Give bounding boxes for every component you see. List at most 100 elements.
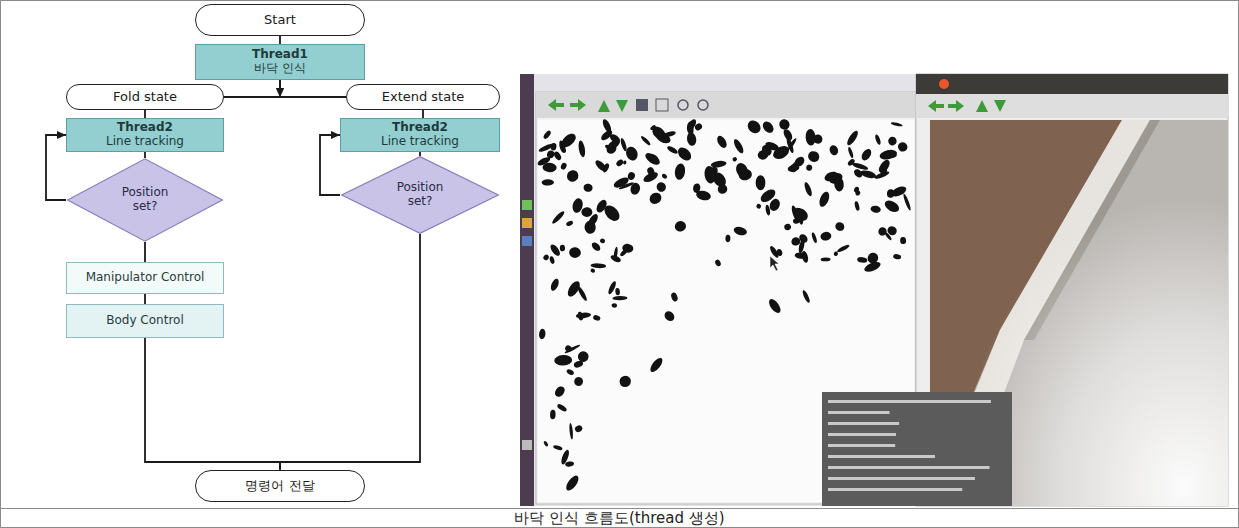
window-titlebar [916, 74, 1228, 94]
launcher-icon [522, 200, 532, 210]
binary-blob [610, 254, 622, 264]
binary-blob [767, 297, 783, 315]
state-oval: Extend state [346, 84, 500, 110]
launcher-bar [520, 74, 534, 506]
toolbar-icon [698, 100, 708, 110]
close-button [939, 79, 949, 89]
binary-blob [820, 231, 832, 242]
binary-blob [860, 169, 877, 180]
connector-line [224, 80, 280, 97]
binary-blob [655, 181, 667, 193]
terminal-line [828, 422, 899, 425]
photo-ground [520, 74, 1228, 506]
binary-blob [818, 190, 832, 208]
binary-blob [806, 164, 813, 171]
process-box: Manipulator Control [66, 262, 224, 294]
binary-blob [870, 205, 881, 213]
connector-line [280, 234, 420, 470]
launcher-icon [522, 440, 532, 450]
decision-diamond: Position set? [340, 156, 500, 234]
toolbar-icon [928, 100, 944, 112]
binary-blob [573, 375, 585, 387]
binary-blob [560, 162, 568, 171]
binary-blob [542, 254, 550, 262]
flow-connector [320, 131, 340, 195]
binary-blob [891, 121, 903, 127]
binary-blob [836, 243, 850, 253]
table-rule [0, 508, 1239, 509]
binary-blob [716, 182, 729, 195]
connector-line [280, 80, 346, 97]
binary-blob [590, 241, 602, 253]
binary-blob [576, 285, 588, 302]
binary-blob [592, 314, 601, 321]
terminal-oval: 명령어 전달 [195, 470, 365, 502]
binary-blob [604, 144, 615, 152]
binary-blob [542, 179, 554, 186]
binary-blob [834, 220, 846, 232]
binary-blob [794, 252, 806, 259]
flow-connector [420, 152, 421, 156]
binary-blob [662, 130, 676, 138]
diamond-shape [342, 157, 499, 233]
binary-blob [714, 259, 722, 268]
diamond-shape [68, 159, 223, 241]
binary-blob [611, 303, 617, 308]
terminal-line [828, 433, 896, 436]
flow-connector [280, 234, 420, 470]
binary-blob [703, 165, 716, 184]
binary-blob [755, 203, 761, 209]
binary-blob [828, 144, 839, 157]
binary-blob [623, 160, 627, 165]
binary-blob [542, 129, 552, 140]
binary-blob [675, 145, 693, 163]
binary-blob [854, 189, 861, 196]
binary-blob [732, 138, 745, 155]
connector-line [144, 152, 146, 158]
node-text: Position set? [113, 186, 177, 214]
binary-blob [787, 137, 798, 150]
binary-blob [874, 134, 882, 146]
binary-blob [543, 440, 549, 447]
node-text: Thread2 [117, 121, 173, 135]
thread-box: Thread2Line tracking [66, 118, 224, 152]
toolbar-icon [656, 99, 668, 111]
binary-blob [648, 356, 664, 374]
binary-blob [803, 181, 813, 197]
arrow-head [276, 88, 284, 97]
toolbar-icon [598, 100, 610, 112]
binary-blob [670, 292, 679, 302]
binary-blob [594, 158, 609, 173]
node-text: Start [264, 13, 296, 28]
decision-diamond: Position set? [66, 158, 224, 242]
node-text: Body Control [106, 314, 183, 328]
binary-blob [833, 251, 838, 256]
binary-blob [768, 197, 782, 212]
binary-blob [569, 423, 574, 440]
arrow-head [276, 88, 284, 97]
launcher-icon [522, 236, 532, 246]
node-text: Thread2 [392, 121, 448, 135]
binary-blob [559, 131, 578, 150]
mouse-cursor [770, 256, 779, 271]
toolbar-icon [548, 99, 564, 111]
binary-blob [756, 148, 770, 161]
binary-blob [865, 251, 880, 266]
binary-blob [686, 121, 694, 133]
binary-blob [883, 198, 901, 214]
binary-blob [581, 207, 592, 217]
binary-blob [564, 474, 581, 493]
terminal-line [828, 477, 975, 480]
binary-blob [879, 148, 898, 161]
binary-blob [764, 140, 780, 152]
binary-blob [627, 171, 636, 181]
binary-blob [725, 235, 730, 243]
binary-blob [565, 461, 575, 468]
binary-blob [640, 135, 652, 146]
thread-box: Thread1바닥 인식 [195, 44, 365, 80]
binary-blob [608, 132, 621, 144]
terminal-line [828, 400, 991, 403]
binary-blob [674, 163, 687, 181]
binary-blob [576, 312, 592, 319]
